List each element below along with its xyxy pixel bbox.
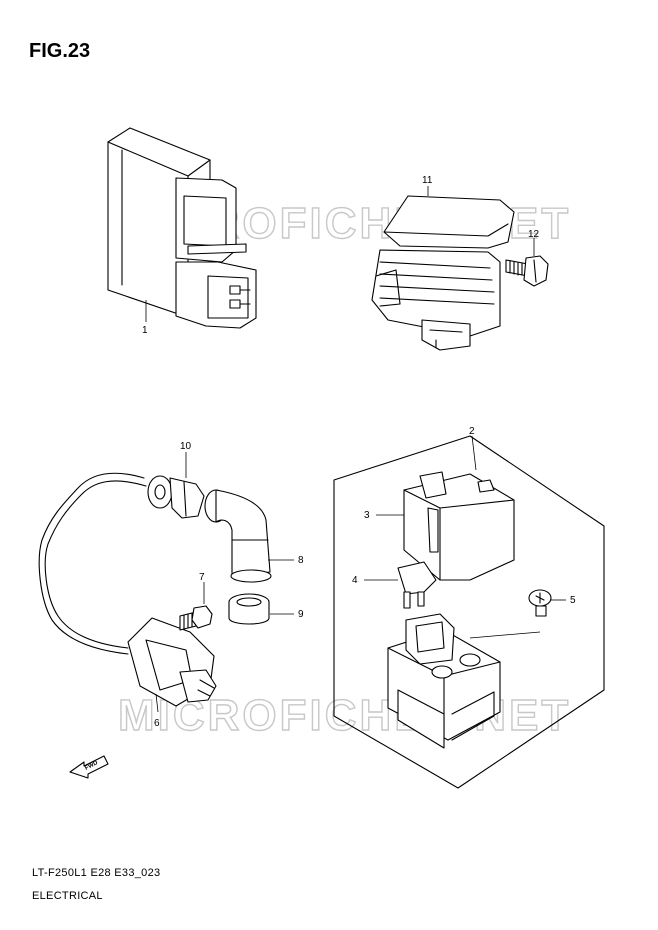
part-8-plug-cap[interactable]: [204, 489, 272, 583]
part-9-rubber-cap[interactable]: [228, 593, 270, 625]
part-2-starter-relay[interactable]: [387, 613, 501, 749]
part-11-regulator-rectifier[interactable]: [371, 195, 515, 351]
callout-6: 6: [154, 718, 160, 729]
fwd-direction-arrow: FWD: [69, 755, 109, 779]
part-2-assembly-outline: [333, 435, 605, 789]
callout-10: 10: [180, 441, 192, 452]
part-6-ignition-coil[interactable]: [38, 472, 217, 707]
part-5-screw[interactable]: [528, 589, 552, 617]
figure-title: FIG.23: [29, 40, 91, 62]
callout-7: 7: [199, 572, 205, 583]
part-4-fuse[interactable]: [397, 561, 437, 609]
callout-11: 11: [422, 175, 433, 186]
part-10-grommet[interactable]: [147, 475, 205, 519]
callout-8: 8: [298, 555, 304, 566]
part-7-bolt[interactable]: [179, 605, 213, 631]
callout-5: 5: [570, 595, 576, 606]
figure-code: LT-F250L1 E28 E33_023: [32, 867, 161, 879]
part-1-cdi-unit[interactable]: [107, 127, 257, 329]
part-12-bolt[interactable]: [505, 255, 549, 287]
callout-4: 4: [352, 575, 358, 586]
callout-1: 1: [142, 325, 148, 336]
callout-2: 2: [469, 426, 475, 437]
part-3-cover[interactable]: [403, 471, 515, 581]
section-name: ELECTRICAL: [32, 890, 103, 902]
callout-3: 3: [364, 510, 370, 521]
callout-12: 12: [528, 229, 540, 240]
callout-9: 9: [298, 609, 304, 620]
